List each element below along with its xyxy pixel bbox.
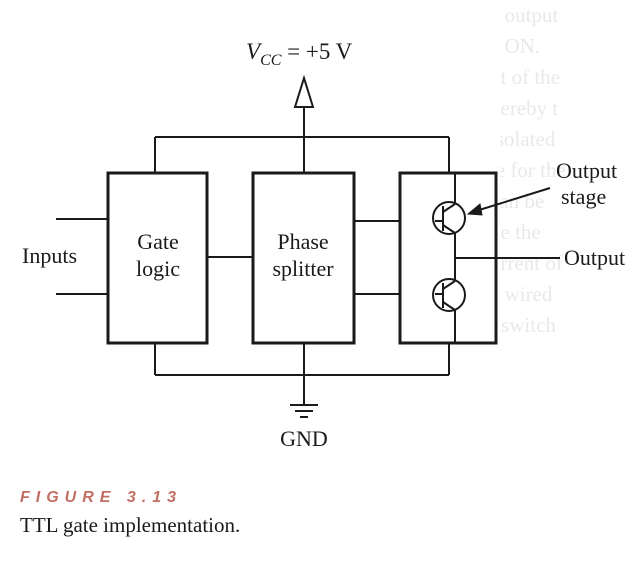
ground-icon [290, 404, 318, 418]
vcc-arrow-icon [293, 74, 315, 108]
figure-caption: FIGURE 3.13 TTL gate implementation. [20, 489, 620, 538]
lower-transistor-icon [432, 278, 466, 312]
output-stage-label-line1: Output [556, 158, 617, 183]
pointer-arrow-icon [466, 187, 551, 216]
phase-splitter-block [251, 171, 356, 345]
gate-logic-label-line1: Gate [137, 229, 179, 254]
inputs-label: Inputs [22, 243, 77, 268]
figure-number: FIGURE 3.13 [20, 489, 183, 506]
background-show-through: e output e ON. ut of the hereby t isolat… [500, 3, 566, 337]
phase-splitter-label-line1: Phase [277, 229, 328, 254]
phase-splitter-label-line2: splitter [272, 256, 334, 281]
figure-caption-text: TTL gate implementation. [20, 513, 241, 537]
gnd-label: GND [280, 426, 328, 451]
upper-transistor-icon [432, 201, 466, 235]
gate-logic-label-line2: logic [136, 256, 180, 281]
vcc-label: VCC = +5 V [246, 39, 353, 69]
output-stage-label-line2: stage [561, 184, 606, 209]
output-label: Output [564, 245, 625, 270]
ttl-gate-diagram: VCC = +5 V GND Inputs Gate logic Phase s… [22, 39, 625, 451]
